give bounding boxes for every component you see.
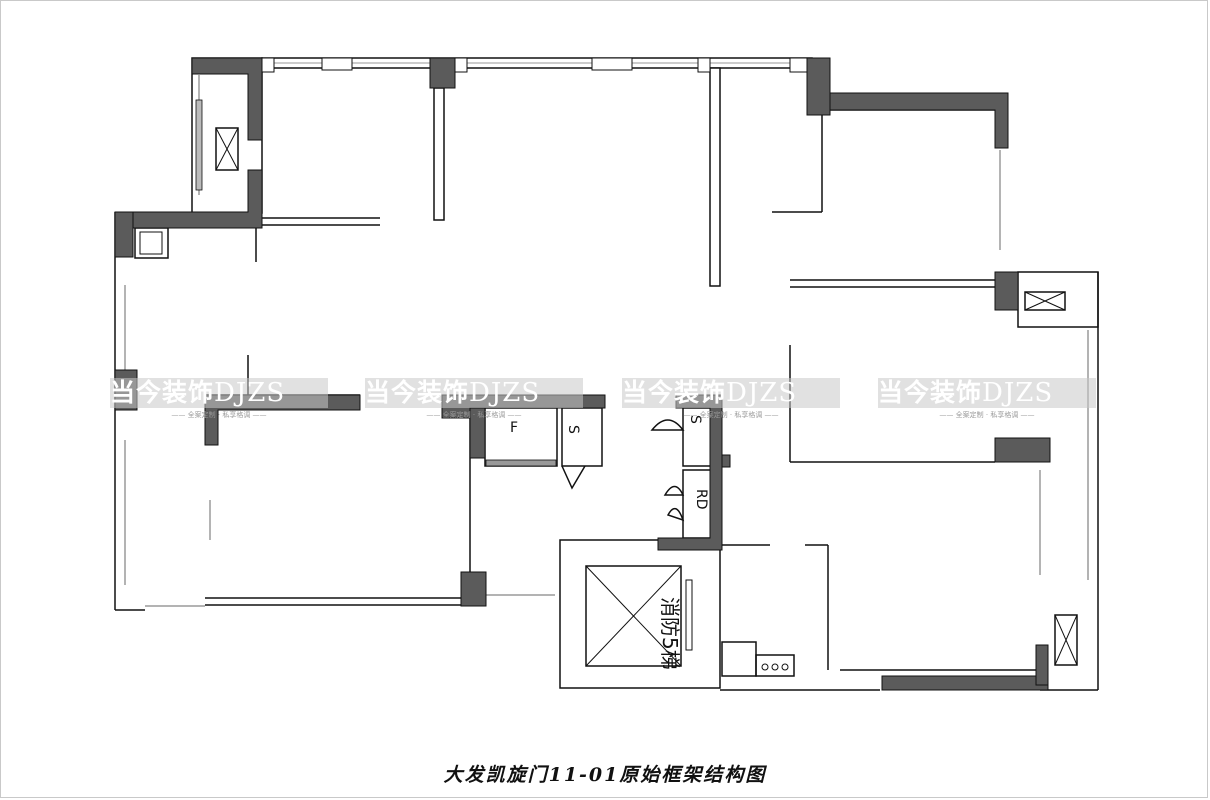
- wall-bottom-right: [881, 675, 1049, 691]
- wall-bottom-right-b: [1035, 644, 1049, 686]
- drawing-caption: 大发凯旋门11-01原始框架结构图: [443, 764, 767, 786]
- label-s1: S: [565, 425, 581, 434]
- watermark-band: [622, 378, 840, 408]
- wall-right-a: [994, 271, 1019, 311]
- wall-tr: [829, 92, 1009, 149]
- win-frame-6: [789, 57, 808, 73]
- watermark-text: 当今装饰DJZS: [622, 378, 798, 408]
- shaft-f: [484, 407, 558, 467]
- column-wall-b: [709, 67, 721, 287]
- shaft-rd: [682, 469, 714, 539]
- plan-labels: F S S RD 消防5梯: [510, 415, 709, 670]
- shaft-s1: [561, 407, 603, 467]
- ac-lr-cross-b: [1054, 614, 1078, 666]
- watermark-tagline: —— 全案定制 · 私享格调 ——: [171, 411, 267, 419]
- watermark-4: 当今装饰DJZS —— 全案定制 · 私享格调 ——: [878, 378, 1096, 426]
- elevator-car: [585, 565, 682, 667]
- elevator-door-track: [685, 579, 693, 651]
- watermark-band: [365, 378, 583, 408]
- balcony-rail: [195, 99, 203, 191]
- watermark-tagline: —— 全案定制 · 私享格调 ——: [683, 411, 779, 419]
- door-swing-rd-a: [663, 485, 685, 496]
- watermark-text: 当今装饰DJZS: [878, 378, 1054, 408]
- column-top-b: [806, 57, 831, 116]
- wall-stub: [721, 454, 731, 468]
- ac-right-cross-b: [1024, 291, 1066, 311]
- kitchen-stove: [755, 654, 795, 677]
- door-swing-s1: [561, 465, 586, 490]
- label-s2: S: [687, 415, 703, 424]
- win-frame-1: [261, 57, 275, 73]
- wall-right-b: [994, 437, 1051, 463]
- win-frame-2: [321, 57, 353, 71]
- win-frame-5: [697, 57, 711, 73]
- shaft-s2: [682, 407, 714, 467]
- small-sink-basin: [139, 231, 163, 255]
- stove-burner-a: [761, 663, 769, 671]
- win-frame-3: [454, 57, 468, 73]
- column-top-a: [429, 57, 456, 89]
- elevator-cross-b: [585, 565, 682, 667]
- watermark-band: [878, 378, 1096, 408]
- door-swing-s2: [650, 419, 685, 431]
- wall-tl-c: [114, 211, 134, 258]
- outline-lines: [114, 57, 1099, 691]
- watermark-3: 当今装饰DJZS —— 全案定制 · 私享格调 ——: [622, 378, 840, 426]
- shaft-hatch: [485, 459, 557, 467]
- watermark-tagline: —— 全案定制 · 私享格调 ——: [426, 411, 522, 419]
- watermark-2: 当今装饰DJZS —— 全案定制 · 私享格调 ——: [365, 378, 583, 426]
- column-wall-a: [433, 87, 445, 221]
- balcony-ac-box: [215, 127, 239, 171]
- stove-burner-b: [771, 663, 779, 671]
- label-elevator: 消防5梯: [658, 597, 682, 670]
- label-rd: RD: [693, 489, 709, 510]
- balcony-right-top: [1017, 271, 1099, 328]
- label-f: F: [510, 420, 518, 436]
- wall-shaft-left: [469, 407, 486, 459]
- window-frames: [261, 57, 808, 73]
- door-swing-rd-b: [666, 507, 685, 522]
- watermark-band: [110, 378, 328, 408]
- watermark-1: 当今装饰DJZS —— 全案定制 · 私享格调 ——: [110, 378, 328, 426]
- win-frame-4: [591, 57, 633, 71]
- watermark-text: 当今装饰DJZS: [365, 378, 541, 408]
- column-bottom-a: [460, 571, 487, 607]
- ac-box-right: [1024, 291, 1066, 311]
- watermark-text: 当今装饰DJZS: [110, 378, 286, 408]
- ac-box-lower-right: [1054, 614, 1078, 666]
- kitchen-sink: [721, 641, 757, 677]
- ac-cross-b: [215, 127, 239, 171]
- stove-burner-c: [781, 663, 789, 671]
- wall-shaft-right: [657, 394, 723, 551]
- watermark-tagline: —— 全案定制 · 私享格调 ——: [939, 411, 1035, 419]
